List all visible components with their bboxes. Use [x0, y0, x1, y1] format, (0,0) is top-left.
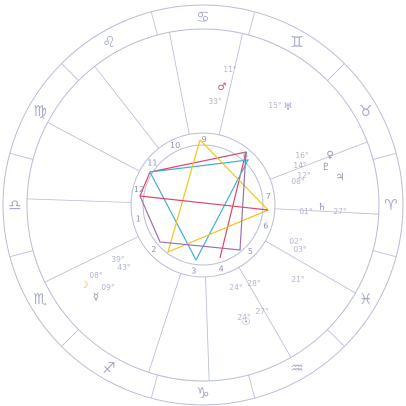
aspect-line [139, 151, 247, 251]
house-cusp-line [265, 240, 356, 294]
pluto-icon: ♇ [322, 162, 331, 173]
aspect-line [167, 139, 270, 254]
aries-sign-icon: ♈ [384, 196, 397, 214]
sign-divider [248, 374, 256, 399]
outer-ring [2, 4, 404, 406]
planet-markers: ♂ ♅ ♀♇ ♃ ♄ ☽ ☿ ☉ [80, 82, 345, 328]
house-cusp-line [270, 141, 368, 180]
zodiac-signs: ♈ ♉ ♊ ♋ ♌ ♍ ♎ ♏ ♐ ♑ ♒ ♓ [8, 8, 397, 402]
sign-divider [372, 152, 397, 160]
mercury-icon: ☿ [93, 292, 99, 303]
sign-divider [327, 63, 345, 81]
leo-sign-icon: ♌ [102, 33, 115, 51]
house-number-5: 5 [248, 247, 253, 256]
sign-dividers [9, 11, 397, 399]
house-cusp-line [274, 208, 379, 215]
house-number-4: 4 [219, 264, 224, 273]
house-number-12: 12 [134, 185, 144, 194]
venus-icon: ♀ [326, 150, 333, 161]
taurus-sign-icon: ♉ [359, 102, 372, 120]
house-cusps [27, 32, 379, 381]
pisces-sign-icon: ♓ [359, 290, 372, 308]
aspect-line [139, 195, 269, 211]
degree-label: 15° [268, 101, 282, 110]
degree-label: 27° [333, 207, 347, 216]
degree-label: 11° [223, 65, 237, 74]
house-cusp-line [205, 276, 210, 381]
house-number-7: 7 [266, 192, 271, 201]
degree-label: 43° [117, 263, 131, 272]
jupiter-icon: ♃ [336, 172, 345, 183]
libra-sign-icon: ♎ [8, 196, 21, 214]
house-cusp-line [169, 32, 190, 135]
mars-icon: ♂ [218, 82, 227, 93]
sign-divider [9, 152, 34, 160]
virgo-sign-icon: ♍ [33, 102, 46, 120]
degree-label: 03° [293, 245, 307, 254]
aspect-lines [139, 139, 270, 262]
house-number-2: 2 [151, 245, 156, 254]
aspect-line [149, 159, 250, 262]
house-cusp-line [44, 236, 139, 283]
house-number-1: 1 [136, 215, 141, 224]
degree-label: 08° [89, 271, 103, 280]
degree-label: 39° [111, 255, 125, 264]
degree-labels: 11°33°15°16°14°12°08°01°27°39°43°08°09°2… [89, 65, 347, 322]
house-number-8: 8 [243, 150, 248, 159]
house-number-3: 3 [191, 266, 196, 275]
house-cusp-line [148, 273, 182, 373]
sign-divider [150, 11, 158, 36]
sagittarius-sign-icon: ♐ [102, 359, 115, 377]
sign-divider [372, 250, 397, 258]
house-inner-ring [130, 132, 276, 278]
house-number-10: 10 [170, 141, 180, 150]
gemini-sign-icon: ♊ [290, 33, 303, 51]
degree-label: 33° [208, 97, 222, 106]
degree-label: 27° [255, 307, 269, 316]
degree-label: 16° [295, 151, 309, 160]
degree-label: 28° [247, 279, 261, 288]
house-cusp-line [27, 198, 132, 203]
sign-divider [248, 11, 256, 36]
house-number-6: 6 [263, 221, 268, 230]
degree-label: 21° [291, 275, 305, 284]
house-number-9: 9 [202, 135, 207, 144]
capricorn-sign-icon: ♑ [196, 384, 209, 402]
degree-label: 24° [237, 313, 251, 322]
sign-divider [61, 329, 79, 347]
house-cusp-line [238, 267, 292, 358]
aquarius-sign-icon: ♒ [290, 359, 303, 377]
degree-label: 12° [297, 171, 311, 180]
house-cusp-line [47, 122, 140, 172]
degree-label: 24° [229, 283, 243, 292]
degree-label: 08° [291, 177, 305, 186]
uranus-icon: ♅ [284, 102, 293, 113]
house-cusp-line [94, 66, 159, 149]
cancer-sign-icon: ♋ [196, 8, 209, 26]
moon-icon: ☽ [80, 280, 89, 291]
scorpio-sign-icon: ♏ [33, 290, 47, 308]
house-number-11: 11 [147, 159, 157, 168]
zodiac-inner-ring [26, 28, 380, 382]
house-cusp-line [218, 33, 243, 135]
saturn-icon: ♄ [318, 202, 327, 213]
sign-divider [150, 374, 158, 399]
aspect-line [139, 151, 247, 259]
sign-divider [9, 250, 34, 258]
sign-divider [61, 63, 79, 81]
degree-label: 02° [289, 237, 303, 246]
sun-icon: ☉ [242, 317, 251, 328]
sign-divider [327, 329, 345, 347]
degree-label: 01° [299, 207, 313, 216]
degree-label: 09° [101, 283, 115, 292]
degree-label: 14° [293, 161, 307, 170]
